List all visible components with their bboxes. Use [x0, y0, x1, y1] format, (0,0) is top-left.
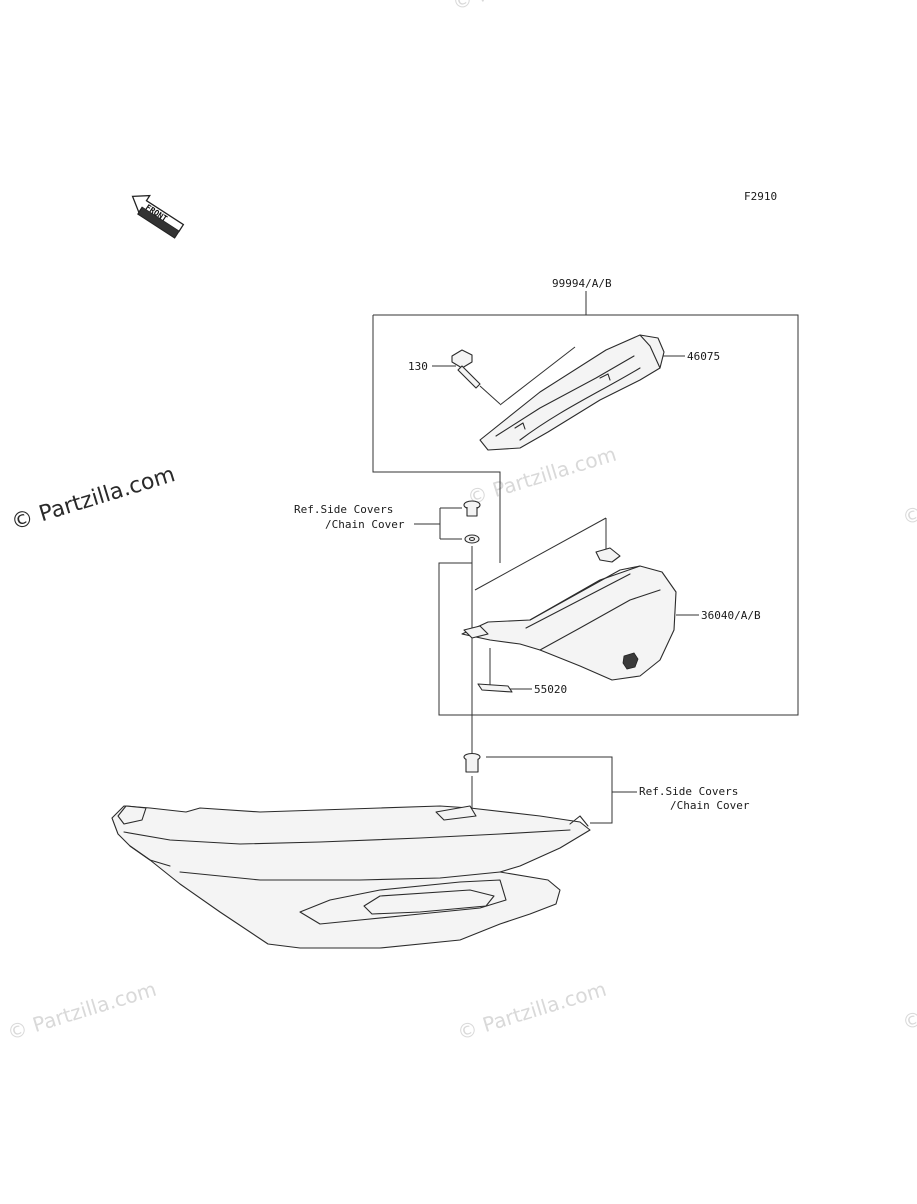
label-ref-bottom-1: Ref.Side Covers — [639, 785, 738, 798]
watermark-text: © Partzilla.com — [899, 967, 917, 1035]
pad-part — [477, 683, 513, 693]
kit-bracket — [372, 314, 799, 716]
label-pad: 55020 — [534, 683, 567, 696]
watermark-text: © Partzilla.com — [449, 0, 604, 15]
label-bolt: 130 — [408, 360, 428, 373]
seat-cover-part — [461, 547, 677, 681]
watermark-text: © Partzilla.com — [4, 977, 159, 1045]
bolt-part — [451, 349, 501, 405]
watermark-text: © Partzilla.com — [899, 462, 917, 530]
label-kit: 99994/A/B — [552, 277, 612, 290]
label-handle: 46075 — [687, 350, 720, 363]
screw-part — [463, 500, 481, 517]
watermark-text-strong: © Partzilla.com — [8, 462, 178, 536]
watermark-text: © Partzilla.com — [454, 977, 609, 1045]
watermark-text: © Partzilla.com — [464, 442, 619, 510]
front-arrow-icon: FRONT — [131, 194, 185, 239]
label-ref-bottom-2: /Chain Cover — [670, 799, 750, 812]
grommet-part — [463, 752, 481, 773]
label-ref-top-2: /Chain Cover — [325, 518, 405, 531]
grab-handle-part — [479, 334, 665, 451]
side-cover-part — [111, 805, 591, 949]
label-cover: 36040/A/B — [701, 609, 761, 622]
diagram-code: F2910 — [744, 190, 777, 203]
label-ref-top-1: Ref.Side Covers — [294, 503, 393, 516]
washer-part — [464, 534, 480, 544]
